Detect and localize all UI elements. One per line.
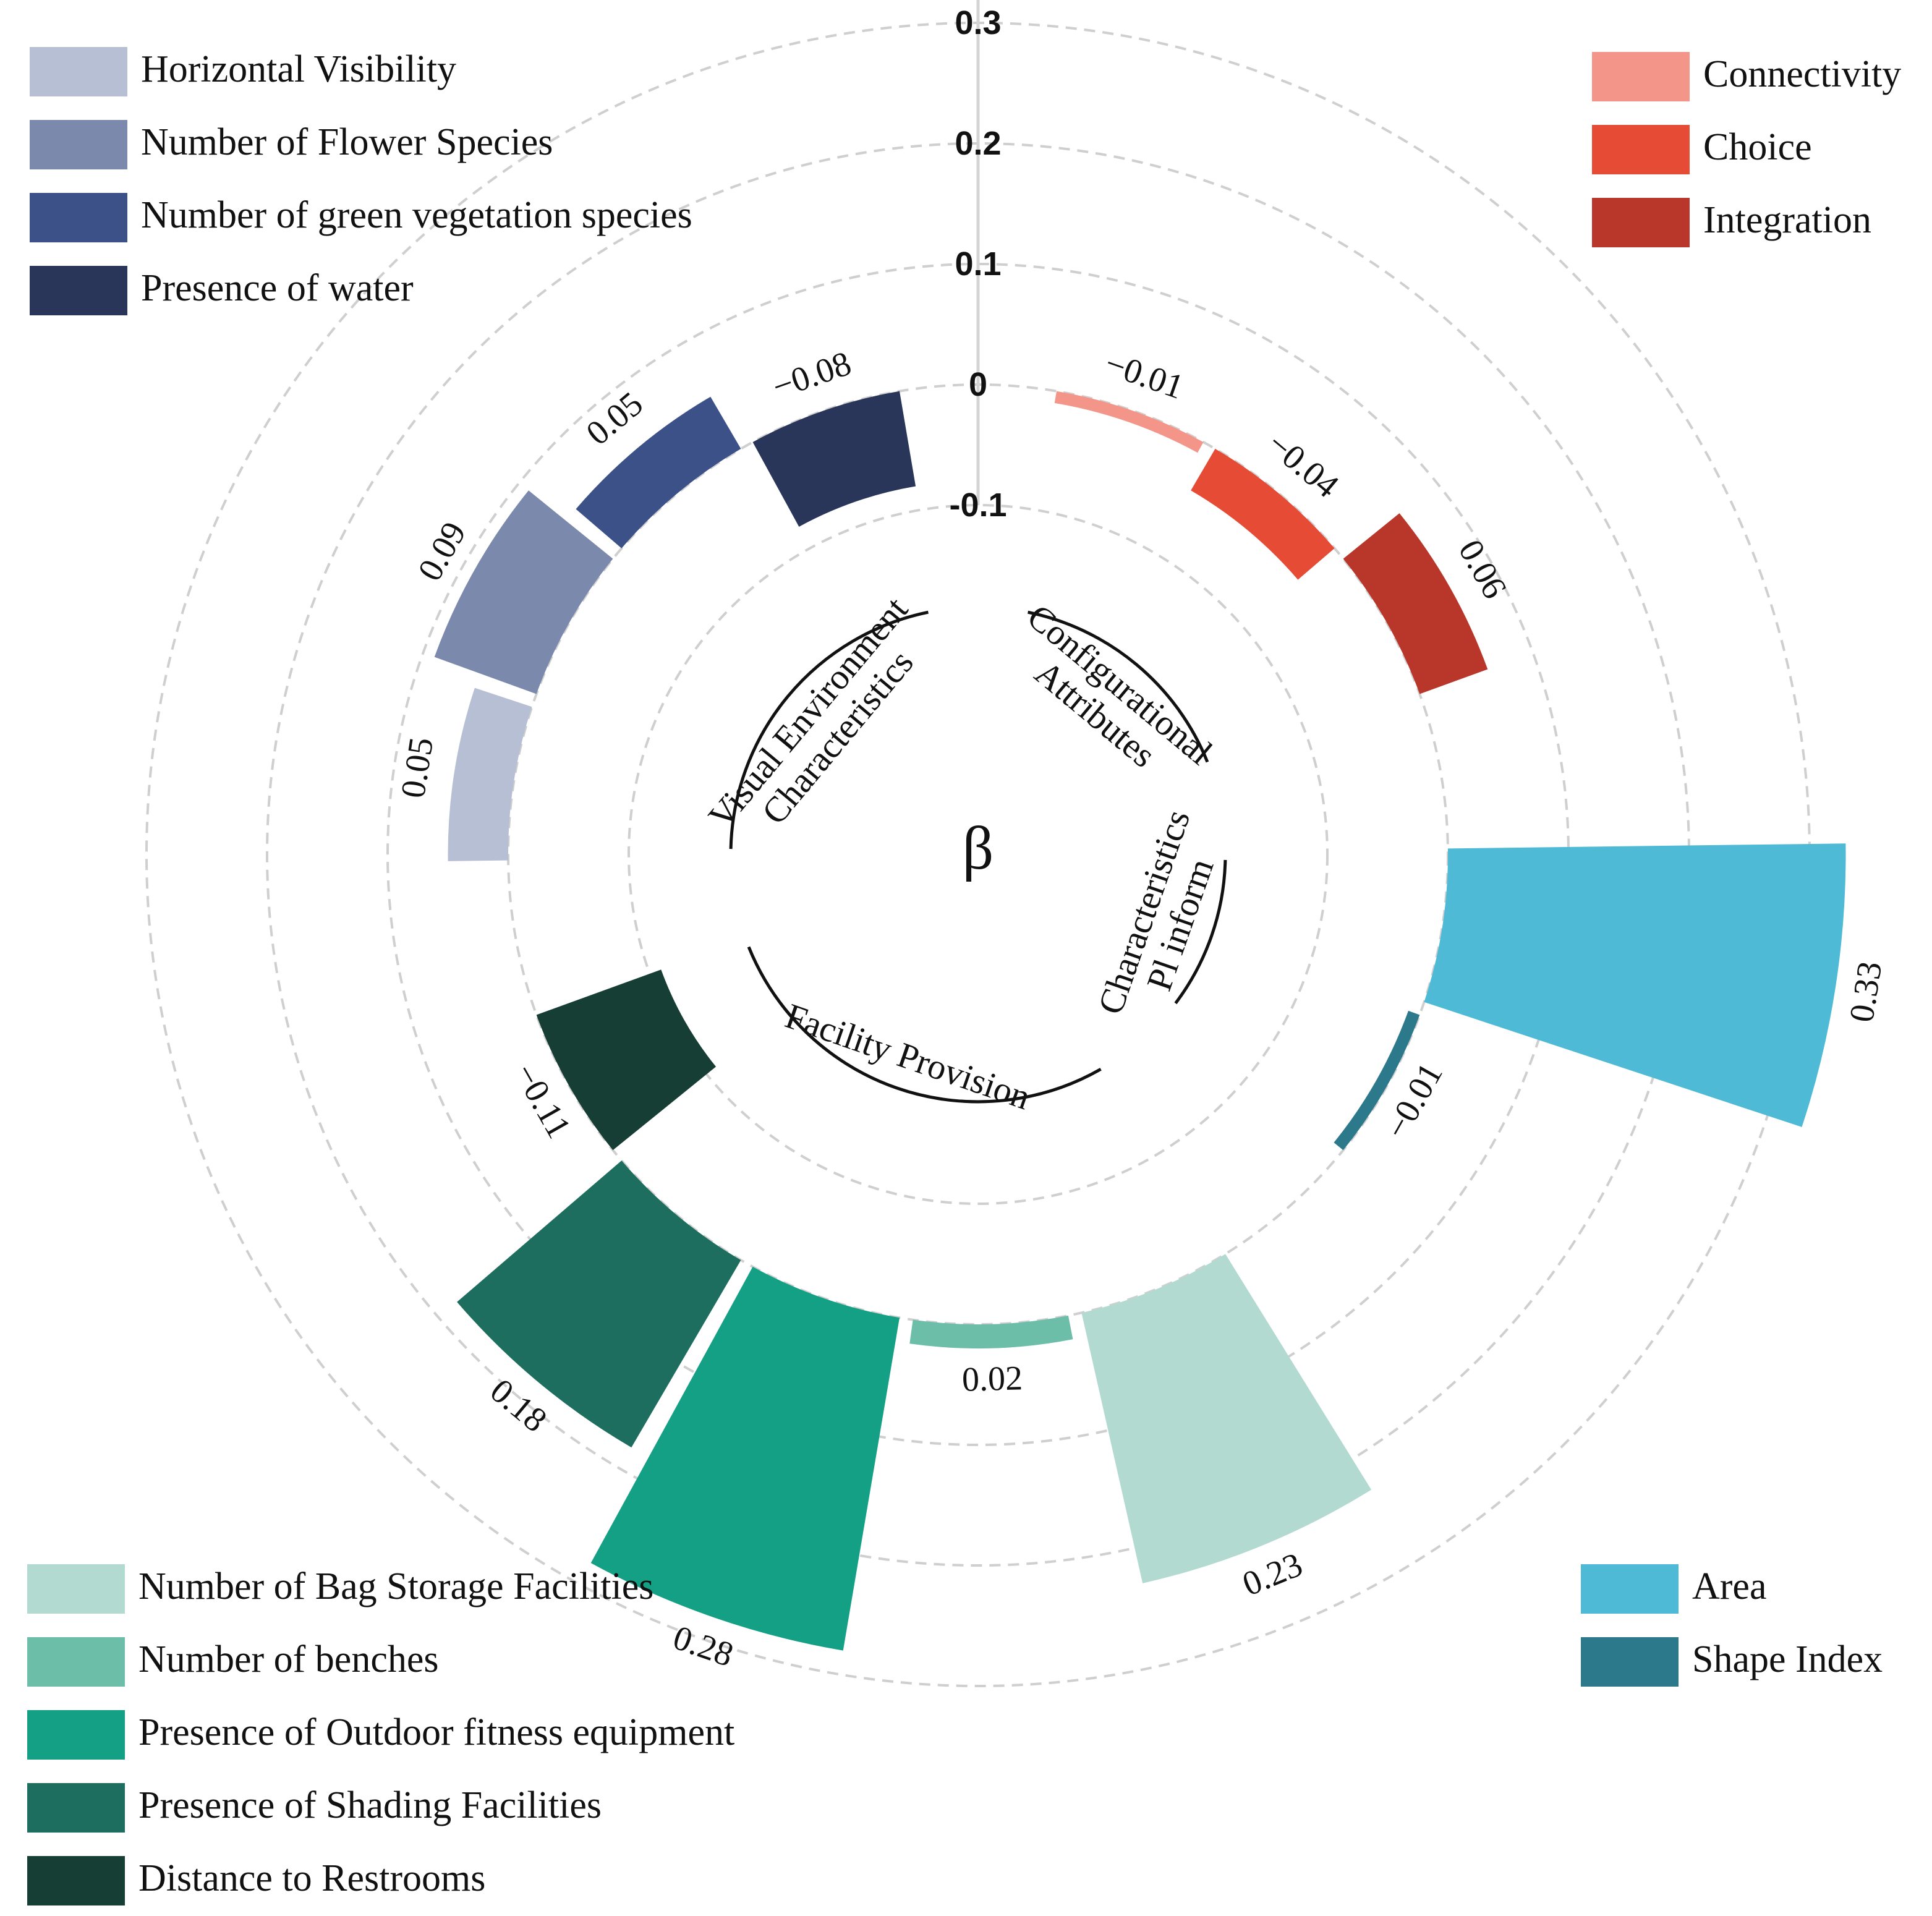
group-arc [729, 610, 929, 849]
bar-12 [576, 396, 741, 548]
group-label-line: Facility Provision [780, 995, 1036, 1117]
legend-label: Number of Bag Storage Facilities [138, 1565, 653, 1607]
bar-4 [1334, 1010, 1420, 1151]
bars [434, 391, 1846, 1651]
legend-label: Number of green vegetation species [141, 194, 692, 236]
bar-value-label: 0.02 [961, 1359, 1023, 1399]
legend-label: Integration [1703, 199, 1871, 241]
bar-7 [590, 1266, 900, 1651]
bar-5 [1081, 1254, 1372, 1583]
legend-label: Presence of Outdoor fitness equipment [138, 1711, 734, 1753]
bar-8 [457, 1160, 741, 1448]
legend-label: Presence of water [141, 267, 414, 309]
legend-swatch [27, 1710, 125, 1760]
bar-6 [909, 1315, 1073, 1348]
legend-label: Choice [1703, 126, 1812, 168]
legend-swatch [1581, 1637, 1679, 1687]
bar-value-label: 0.23 [1237, 1545, 1308, 1603]
radial-tick-label: 0 [969, 366, 987, 403]
radial-tick-label: 0.1 [955, 245, 1001, 283]
radial-tick-label: 0.2 [955, 125, 1001, 162]
bar-value-label: 0.09 [411, 516, 474, 587]
legend-label: Horizontal Visibility [141, 48, 456, 90]
bar-0 [1054, 391, 1204, 453]
legend-swatch [30, 266, 127, 315]
legend-swatch [27, 1783, 125, 1833]
legend-swatch [1592, 125, 1690, 174]
legend-swatch [30, 120, 127, 169]
legend-label: Presence of Shading Facilities [138, 1784, 602, 1826]
legend-swatch [1592, 52, 1690, 101]
bar-value-label: 0.33 [1842, 959, 1889, 1024]
center-label: β [963, 814, 994, 882]
legend-swatch [1592, 198, 1690, 247]
legend-swatch [30, 193, 127, 242]
bar-10 [448, 688, 532, 861]
legend-swatch [27, 1856, 125, 1905]
grid-circle-0 [628, 504, 1329, 1205]
bar-13 [752, 391, 916, 527]
legend-swatch [27, 1564, 125, 1614]
legend-label: Connectivity [1703, 53, 1901, 95]
bar-value-label: 0.05 [579, 385, 650, 453]
group-arc [1174, 859, 1227, 1005]
bar-value-label: 0.28 [668, 1619, 738, 1675]
legend-swatch [1581, 1564, 1679, 1614]
bar-value-label: −0.08 [768, 344, 856, 407]
bar-value-label: 0.05 [394, 735, 441, 801]
group-arc [1028, 610, 1209, 763]
bar-value-label: 0.06 [1451, 534, 1514, 605]
bar-9 [536, 969, 717, 1151]
radial-tick-label: 0.3 [955, 4, 1001, 41]
legend-label: Distance to Restrooms [138, 1857, 485, 1899]
bar-3 [1424, 843, 1846, 1127]
legend-label: Number of benches [138, 1638, 439, 1680]
legend-label: Area [1692, 1565, 1766, 1607]
radial-axis: -0.1 0 0.1 0.2 0.3 [949, 0, 1007, 524]
group-arc [747, 946, 1102, 1104]
bar-11 [434, 490, 613, 694]
bar-1 [1191, 448, 1335, 580]
legend-label: Number of Flower Species [141, 121, 553, 163]
bar-value-label: −0.01 [1100, 344, 1188, 407]
legend-label: Shape Index [1692, 1638, 1883, 1680]
bar-2 [1343, 513, 1488, 694]
legend-swatch [30, 47, 127, 96]
legend-swatch [27, 1637, 125, 1687]
radial-tick-label: -0.1 [949, 487, 1006, 524]
